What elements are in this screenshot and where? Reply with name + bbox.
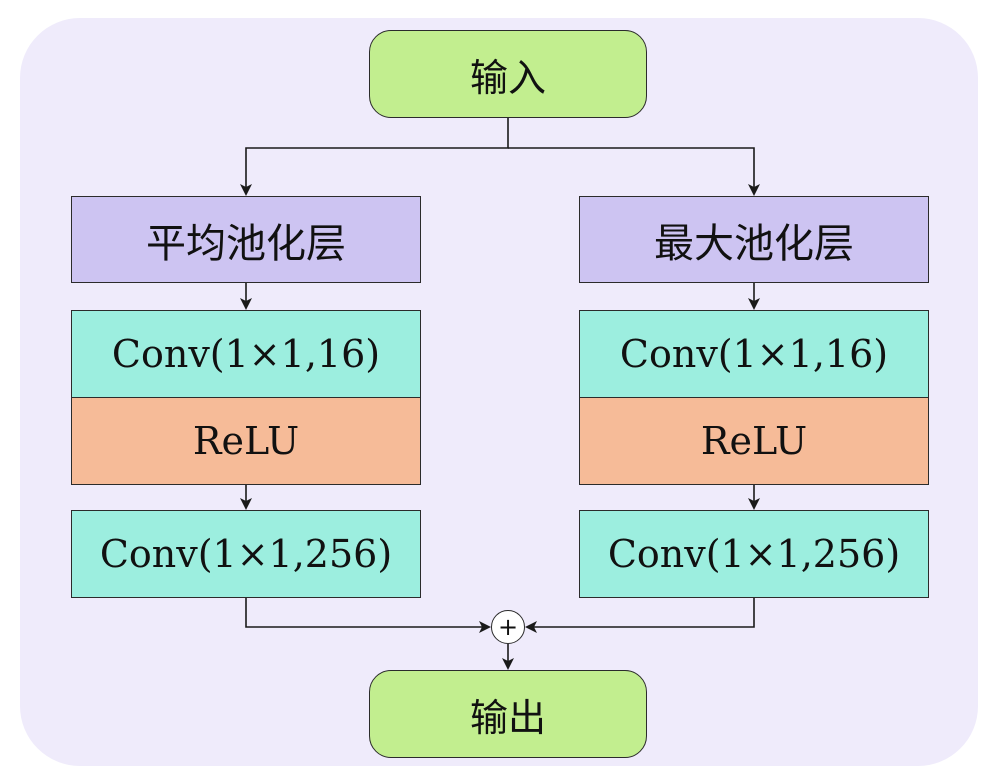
left-relu-layer: ReLU bbox=[71, 397, 421, 485]
input-to-right-pool-arrow bbox=[508, 147, 760, 196]
left-conv-256-label: Conv(1×1,256) bbox=[99, 532, 393, 576]
max-pooling-label: 最大池化层 bbox=[654, 220, 854, 267]
max-pooling-layer: 最大池化层 bbox=[579, 196, 929, 283]
input-to-left-pool-arrow bbox=[240, 118, 509, 196]
left-conv-16-layer: Conv(1×1,16) bbox=[71, 310, 421, 398]
left-conv-to-sum-arrow bbox=[245, 598, 491, 633]
input-node: 输入 bbox=[369, 30, 647, 118]
right-conv-16-layer: Conv(1×1,16) bbox=[579, 310, 929, 398]
left-conv-256-layer: Conv(1×1,256) bbox=[71, 510, 421, 598]
average-pooling-label: 平均池化层 bbox=[146, 220, 346, 267]
left-conv-16-label: Conv(1×1,16) bbox=[111, 332, 381, 376]
right-conv-256-layer: Conv(1×1,256) bbox=[579, 510, 929, 598]
sum-symbol: + bbox=[497, 613, 519, 641]
sum-node-plus-icon: + bbox=[491, 610, 525, 644]
average-pooling-layer: 平均池化层 bbox=[71, 196, 421, 283]
left-relu-label: ReLU bbox=[192, 419, 300, 463]
output-label: 输出 bbox=[469, 695, 546, 740]
input-label: 输入 bbox=[469, 55, 546, 100]
right-conv-256-label: Conv(1×1,256) bbox=[607, 532, 901, 576]
right-conv-16-label: Conv(1×1,16) bbox=[619, 332, 889, 376]
output-node: 输出 bbox=[369, 670, 647, 758]
right-conv-to-sum-arrow bbox=[525, 598, 755, 633]
right-relu-layer: ReLU bbox=[579, 397, 929, 485]
right-relu-label: ReLU bbox=[700, 419, 808, 463]
